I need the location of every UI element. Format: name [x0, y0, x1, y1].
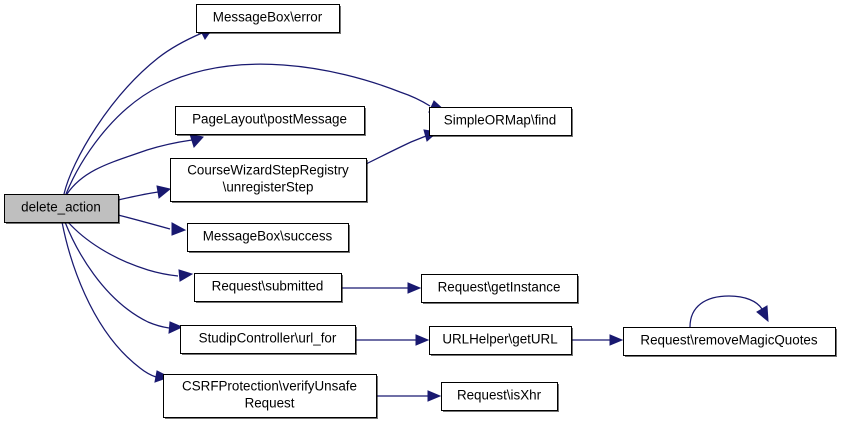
node-simpleormap_find[interactable]: SimpleORMap\find [429, 107, 574, 138]
edge-request_submitted-to-request_getinstance [341, 282, 422, 294]
edge-line [64, 221, 170, 329]
node-request_removemagicquotes[interactable]: Request\removeMagicQuotes [623, 327, 838, 358]
edge-delete_action-to-csrfprotection_verifyunsaferequest [61, 221, 171, 383]
node-label: delete_action [21, 200, 101, 215]
node-rect[interactable] [163, 374, 377, 418]
arrowhead-icon [427, 390, 442, 402]
node-request_submitted[interactable]: Request\submitted [194, 273, 344, 304]
node-label: Request [245, 396, 295, 411]
node-label: StudipController\url_for [199, 331, 337, 346]
node-request_isxhr[interactable]: Request\isXhr [441, 382, 560, 413]
arrowhead-icon [168, 321, 184, 334]
node-rect[interactable] [4, 194, 119, 223]
node-pagelayout_postmessage[interactable]: PageLayout\postMessage [175, 106, 367, 137]
edge-studipcontroller_url_for-to-urlhelper_geturl [355, 334, 430, 346]
node-label: CourseWizardStepRegistry [187, 163, 349, 178]
node-label: URLHelper\getURL [442, 332, 557, 347]
node-studipcontroller_url_for[interactable]: StudipController\url_for [180, 325, 358, 356]
node-urlhelper_geturl[interactable]: URLHelper\getURL [429, 326, 574, 357]
edge-coursewizardstepregistry_unregisterstep-to-simpleormap_find [365, 129, 439, 165]
node-label: SimpleORMap\find [444, 113, 556, 128]
node-messagebox_success[interactable]: MessageBox\success [187, 223, 351, 254]
node-label: Request\getInstance [438, 280, 561, 295]
edge-line [63, 32, 203, 195]
arrowhead-icon [756, 305, 769, 323]
edge-line [689, 295, 763, 328]
edge-line [117, 191, 159, 201]
node-delete_action[interactable]: delete_action [4, 194, 121, 225]
edge-delete_action-to-request_submitted [67, 221, 194, 282]
edge-line [66, 139, 193, 195]
node-coursewizardstepregistry_unregisterstep[interactable]: CourseWizardStepRegistry \unregisterStep [170, 158, 369, 204]
node-rect[interactable] [421, 274, 578, 303]
node-rect[interactable] [623, 327, 836, 356]
arrowhead-icon [415, 334, 430, 346]
edge-delete_action-to-studipcontroller_url_for [64, 221, 184, 334]
node-request_getinstance[interactable]: Request\getInstance [421, 274, 580, 305]
node-label: PageLayout\postMessage [192, 112, 347, 127]
node-label: Request\submitted [212, 279, 324, 294]
node-rect[interactable] [175, 106, 365, 135]
node-rect[interactable] [194, 273, 342, 302]
node-label: MessageBox\success [203, 229, 333, 244]
node-rect[interactable] [429, 107, 572, 136]
node-label: Request\removeMagicQuotes [640, 333, 817, 348]
node-rect[interactable] [180, 325, 356, 354]
node-label: MessageBox\error [213, 10, 323, 25]
node-messagebox_error[interactable]: MessageBox\error [196, 4, 342, 35]
nodes-layer: delete_action MessageBox\errorPageLayout\… [4, 4, 838, 420]
node-rect[interactable] [441, 382, 558, 411]
edge-delete_action-to-messagebox_success [117, 214, 187, 236]
arrowhead-icon [609, 334, 624, 346]
node-rect[interactable] [170, 158, 367, 202]
node-label: \unregisterStep [223, 180, 314, 195]
arrowhead-icon [156, 185, 172, 199]
edge-request_removemagicquotes-to-request_removemagicquotes [689, 295, 769, 328]
arrowhead-icon [178, 269, 194, 282]
edge-line [61, 221, 157, 378]
node-rect[interactable] [429, 326, 572, 355]
node-label: CSRFProtection\verifyUnsafe [182, 379, 357, 394]
node-rect[interactable] [187, 223, 349, 252]
node-label: Request\isXhr [457, 388, 542, 403]
arrowhead-icon [407, 282, 422, 294]
edge-line [65, 63, 431, 195]
edge-line [365, 135, 427, 165]
node-rect[interactable] [196, 4, 340, 33]
edge-line [67, 221, 179, 277]
edge-line [117, 214, 171, 230]
edge-csrfprotection_verifyunsaferequest-to-request_isxhr [376, 390, 442, 402]
edge-delete_action-to-coursewizardstepregistry_unregisterstep [117, 185, 172, 201]
arrowhead-icon [171, 222, 187, 236]
edge-urlhelper_geturl-to-request_removemagicquotes [571, 334, 624, 346]
